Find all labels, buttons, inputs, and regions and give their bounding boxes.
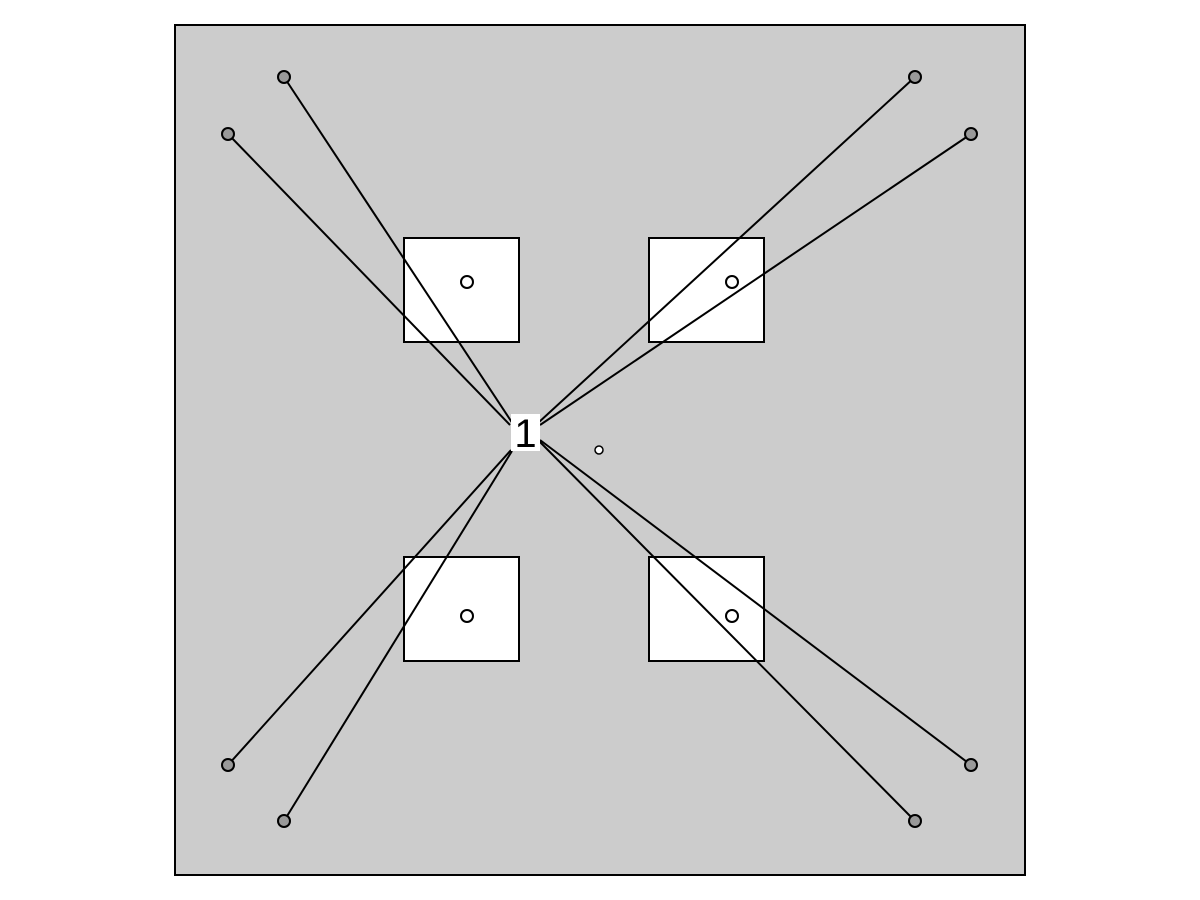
box-marker-bottom-left (460, 609, 474, 623)
small-marker (594, 445, 604, 455)
anchor-bottom-left-outer (221, 758, 235, 772)
line-to-anchor-top-left-outer (227, 133, 511, 426)
connector-lines (227, 76, 972, 822)
anchor-points (221, 70, 978, 828)
center-label-text: 1 (514, 412, 536, 456)
line-to-anchor-bottom-right-inner (538, 440, 916, 822)
anchor-top-left-inner (277, 70, 291, 84)
box-markers (460, 275, 739, 623)
anchor-bottom-right-outer (964, 758, 978, 772)
line-to-anchor-bottom-right-outer (539, 439, 972, 766)
box-marker-bottom-right (725, 609, 739, 623)
top-left-box (403, 237, 520, 343)
line-to-anchor-top-left-inner (283, 76, 514, 425)
box-marker-top-right (725, 275, 739, 289)
center-label: 1 (511, 412, 540, 456)
line-to-anchor-top-right-outer (537, 76, 916, 424)
boxes-group (403, 237, 765, 662)
box-marker-top-left (460, 275, 474, 289)
line-to-anchor-top-right-inner (539, 133, 972, 426)
anchor-top-right-outer (908, 70, 922, 84)
top-right-box (648, 237, 765, 343)
anchor-bottom-right-inner (908, 814, 922, 828)
anchor-top-right-inner (964, 127, 978, 141)
line-to-anchor-bottom-left-inner (283, 450, 513, 822)
center-label-bg (511, 414, 540, 451)
line-to-anchor-bottom-left-outer (227, 449, 512, 766)
anchor-top-left-outer (221, 127, 235, 141)
bottom-left-box (403, 556, 520, 662)
anchor-bottom-left-inner (277, 814, 291, 828)
